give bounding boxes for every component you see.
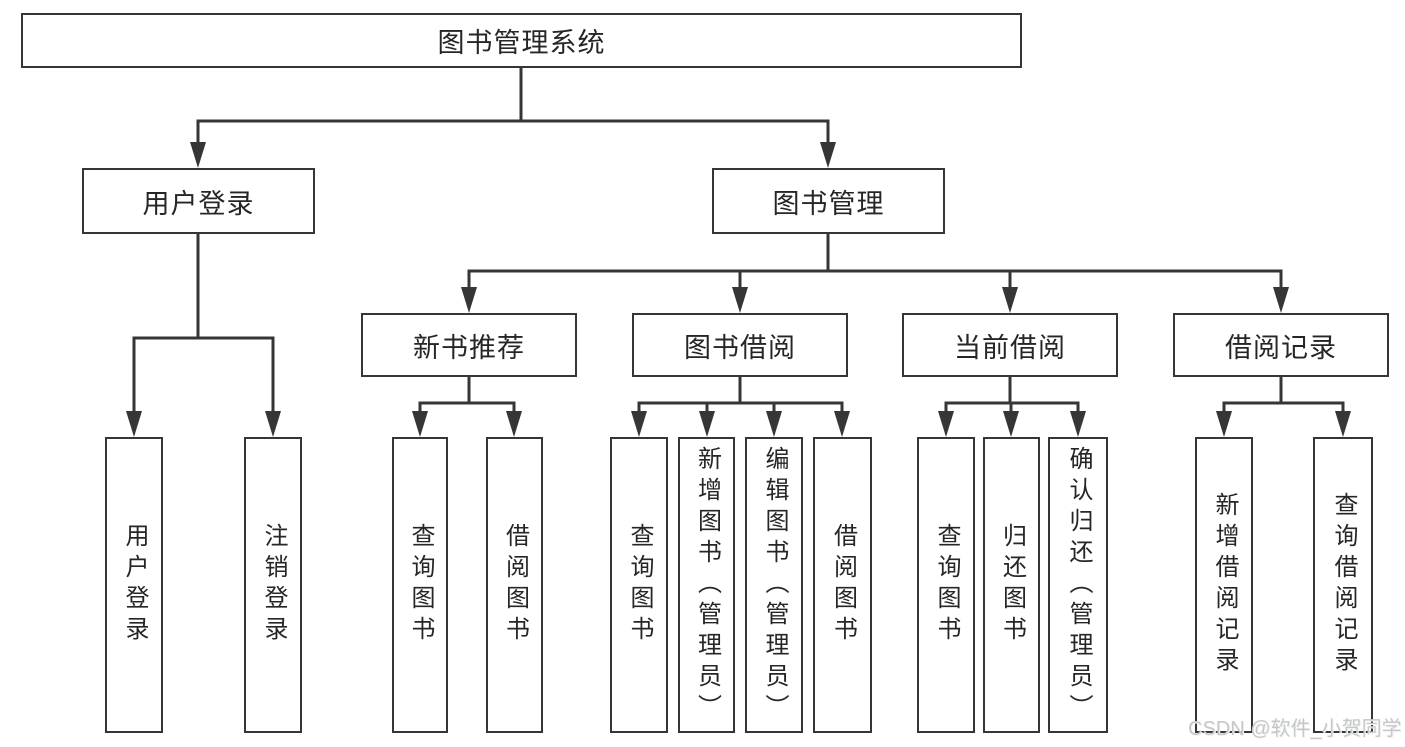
leaf-borrow-books-borrowing: 借阅图书 xyxy=(813,437,872,733)
leaf-logout: 注销登录 xyxy=(244,437,302,733)
node-book-borrowing: 图书借阅 xyxy=(632,313,848,377)
arrowheads xyxy=(126,142,1351,437)
node-current-borrowing: 当前借阅 xyxy=(902,313,1118,377)
leaf-query-borrow-record: 查询借阅记录 xyxy=(1313,437,1373,733)
leaf-return-book: 归还图书 xyxy=(983,437,1040,733)
leaf-query-books-borrowing: 查询图书 xyxy=(610,437,668,733)
node-user-login: 用户登录 xyxy=(82,168,315,234)
node-book-management: 图书管理 xyxy=(712,168,945,234)
node-library-management-system: 图书管理系统 xyxy=(21,13,1022,68)
node-new-book-recommendation: 新书推荐 xyxy=(361,313,577,377)
leaf-query-books-current: 查询图书 xyxy=(917,437,975,733)
leaf-add-borrow-record: 新增借阅记录 xyxy=(1195,437,1253,733)
node-borrowing-records: 借阅记录 xyxy=(1173,313,1389,377)
leaf-add-book-admin: 新增图书（管理员） xyxy=(678,437,735,733)
leaf-borrow-books-recommend: 借阅图书 xyxy=(486,437,543,733)
leaf-query-books-recommend: 查询图书 xyxy=(392,437,448,733)
watermark: CSDN @软件_小贺同学 xyxy=(1188,718,1402,740)
leaf-edit-book-admin: 编辑图书（管理员） xyxy=(745,437,803,733)
leaf-confirm-return-admin: 确认归还（管理员） xyxy=(1048,437,1108,733)
leaf-user-login: 用户登录 xyxy=(105,437,163,733)
